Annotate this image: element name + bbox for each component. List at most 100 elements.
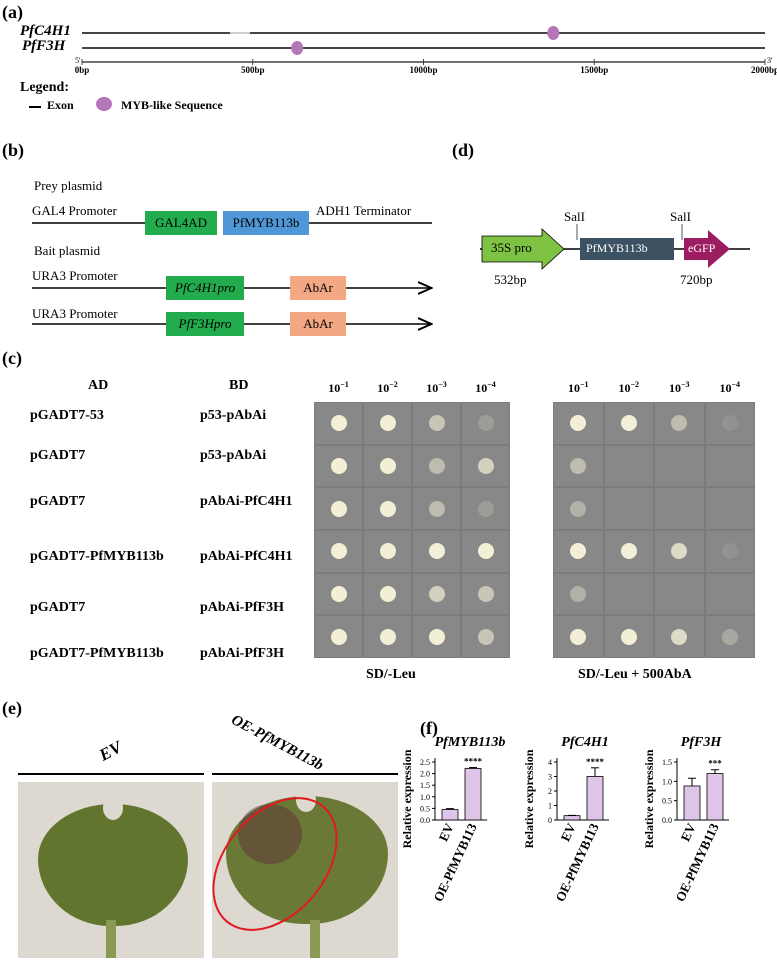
gal4ad-box: GAL4AD <box>145 211 217 235</box>
yeast-colony <box>477 628 494 645</box>
gene-map <box>81 26 766 65</box>
yeast-colony <box>477 457 494 474</box>
prey-promoter: GAL4 Promoter <box>32 203 117 218</box>
myb-motif-0 <box>547 26 560 40</box>
y-tick-label: 2.5 <box>420 758 430 767</box>
yeast-colony <box>721 543 738 560</box>
yeast-colony <box>379 415 396 432</box>
scale-tick-label: 500bp <box>240 65 265 75</box>
plate-cell <box>315 616 362 657</box>
yeast-colony <box>620 628 637 645</box>
plate-cell <box>705 573 754 615</box>
myb-motif-1 <box>291 41 304 55</box>
egfp-arrow <box>684 230 730 268</box>
dilution-header: 10−1 <box>567 380 589 395</box>
chart-title: PfF3H <box>681 735 723 750</box>
plate-cell <box>413 445 460 487</box>
yeast-colony <box>721 628 738 645</box>
bar <box>563 815 581 821</box>
yeast-colony <box>570 500 587 517</box>
35s-pro-label: 35S pro <box>491 240 532 255</box>
yeast-colony <box>379 585 396 602</box>
oe-bar <box>212 773 398 775</box>
plate-cell <box>705 488 754 529</box>
plate-cell <box>655 616 704 657</box>
construct-d <box>480 224 750 270</box>
oe-leaf-photo <box>212 782 398 958</box>
y-tick-label: 1.0 <box>420 793 430 802</box>
yeast-colony <box>428 543 445 560</box>
ev-leaf <box>38 804 188 926</box>
yeast-colony <box>477 543 494 560</box>
yeast-colony <box>620 543 637 560</box>
panel-c-label: (c) <box>2 348 22 368</box>
bar <box>441 809 459 821</box>
plate-cell <box>655 403 704 444</box>
plate-cell <box>315 445 362 487</box>
y-tick-label: 0.0 <box>420 816 430 825</box>
bar <box>683 785 701 821</box>
y-axis-label: Relative expression <box>400 749 414 848</box>
dilution-header: 10−4 <box>719 380 741 395</box>
abar-box-2: AbAr <box>290 312 346 336</box>
plate-cell <box>315 531 362 572</box>
plate-cell <box>462 616 509 657</box>
panel-b-label: (b) <box>2 140 24 160</box>
row-ad-label: pGADT7 <box>30 448 86 463</box>
35s-pro-arrow <box>481 228 565 270</box>
bait1-promoter: URA3 Promoter <box>32 268 118 283</box>
y-tick-label: 2.0 <box>420 770 430 779</box>
bar <box>586 776 604 821</box>
bar <box>706 773 724 821</box>
scale-tick-label: 1500bp <box>580 65 609 75</box>
y-tick-label: 1.5 <box>662 758 672 767</box>
chart-title: PfMYB113b <box>435 735 506 750</box>
panel-f-label: (f) <box>420 718 438 738</box>
y-tick-label: 0.5 <box>662 797 672 806</box>
y-tick-label: 2 <box>548 787 552 796</box>
y-tick-label: 1 <box>548 802 552 811</box>
gene-label-pff3h: PfF3H <box>22 38 66 54</box>
significance-marker: **** <box>464 757 483 767</box>
yeast-colony <box>570 457 587 474</box>
oe-leaf-stem <box>310 920 320 958</box>
yeast-colony <box>570 415 587 432</box>
yeast-colony <box>330 500 347 517</box>
y-tick-label: 0.5 <box>420 804 430 813</box>
plate-sd-leu <box>314 402 510 658</box>
plate-cell <box>705 616 754 657</box>
oe-purple-patch <box>238 804 302 864</box>
ev-bar <box>18 773 204 775</box>
oe-leaf <box>226 796 388 924</box>
scale-tick-label: 1000bp <box>409 65 438 75</box>
plate-cell <box>413 616 460 657</box>
plate-cell <box>705 445 754 487</box>
row-bd-label: pAbAi-PfF3H <box>200 646 284 661</box>
construct-lines-b <box>32 222 440 350</box>
yeast-colony <box>570 543 587 560</box>
column-ad: AD <box>88 378 109 393</box>
yeast-colony <box>671 415 688 432</box>
abar-box-1: AbAr <box>290 276 346 300</box>
significance-marker: *** <box>708 759 722 769</box>
row-ad-label: pGADT7 <box>30 494 86 509</box>
panel-d-label: (d) <box>452 140 474 160</box>
plate-cell <box>604 403 653 444</box>
yeast-colony <box>379 628 396 645</box>
five-prime-label: 5' <box>75 56 81 65</box>
bar <box>464 768 482 821</box>
plate-cell <box>462 573 509 615</box>
plate-cell <box>462 445 509 487</box>
plate-cell <box>554 616 603 657</box>
plate-cell <box>705 403 754 444</box>
plate-cell <box>462 488 509 529</box>
prey-title: Prey plasmid <box>34 178 103 193</box>
chart-title: PfC4H1 <box>561 735 608 750</box>
plate-cell <box>364 616 411 657</box>
plate-cell <box>413 403 460 444</box>
row-ad-label: pGADT7-53 <box>30 408 104 423</box>
dilution-header: 10−3 <box>668 380 690 395</box>
plate-cell <box>554 403 603 444</box>
plate-cell <box>364 445 411 487</box>
ev-leaf-stem <box>106 920 116 958</box>
